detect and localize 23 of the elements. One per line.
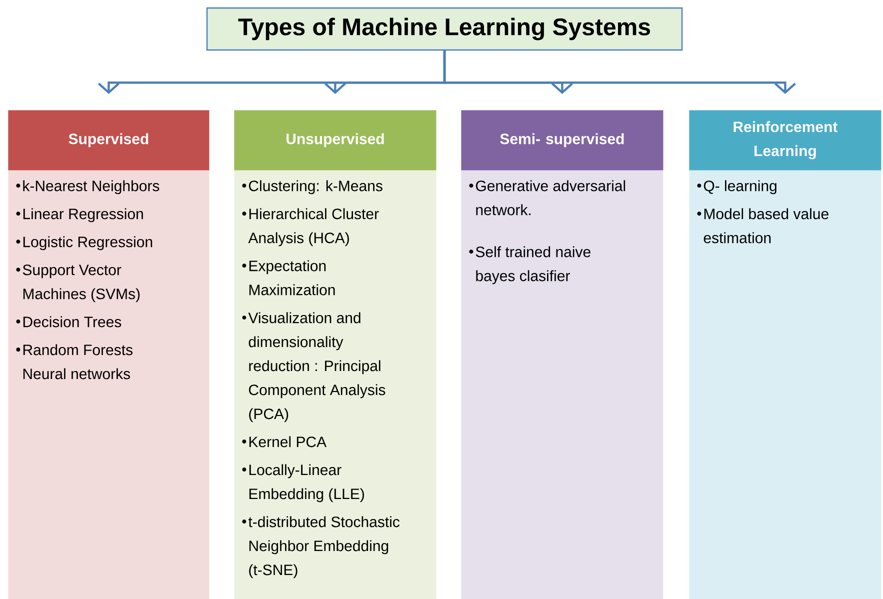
list-item: Model based value estimation (697, 208, 828, 244)
list-item: k-Nearest Neighbors (16, 180, 160, 194)
list-item: Decision Trees (16, 316, 122, 328)
list-item: Kernel PCA (242, 436, 327, 448)
list-item: Locally-Linear Embedding (LLE) (242, 464, 364, 502)
list-item: Support Vector Machines (SVMs) (16, 264, 140, 302)
list-item: Visualization and dimensionality reduction : Principal Component Analysis (PCA) (242, 312, 386, 422)
list-item: Q- learning (697, 180, 776, 194)
list-item: Random Forests Neural networks (16, 344, 132, 380)
list-item: t-distributed Stochastic Neighbor Embedding (t-SNE) (242, 516, 400, 578)
title-box: Types of Machine Learning Systems (206, 7, 683, 51)
list-item: Generative adversarial network. (469, 180, 626, 216)
column-header: Unsupervised (234, 110, 436, 170)
list-item: Expectation Maximization (242, 260, 335, 296)
list-item: Clustering: k-Means (242, 180, 382, 194)
list-item: Self trained naive bayes clasifier (469, 246, 590, 284)
list-item: Linear Regression (16, 208, 143, 222)
list-item: Logistic Regression (16, 236, 152, 250)
column-header: Supervised (8, 110, 210, 170)
list-item: Hierarchical Cluster Analysis (HCA) (242, 208, 379, 246)
column-header: Semi- supervised (461, 110, 664, 170)
arrow (443, 50, 796, 94)
column-header: Reinforcement Learning (689, 110, 882, 170)
